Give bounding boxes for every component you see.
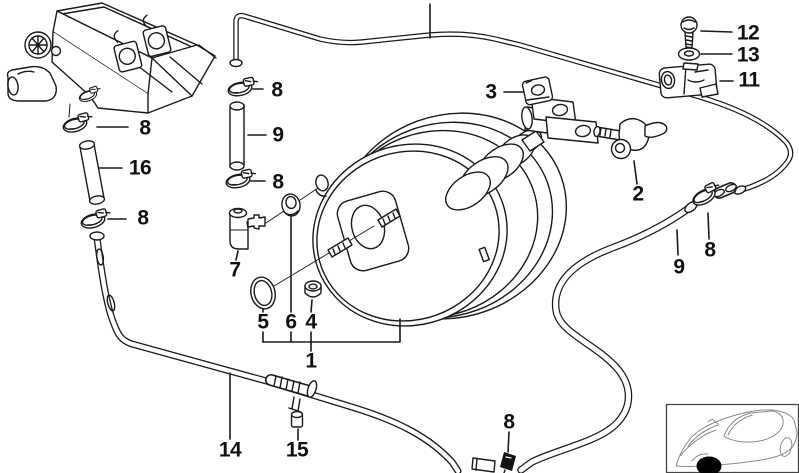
part-label-clamp-pipe-to-hose9: 8	[271, 78, 283, 102]
vacuum-pipe-artwork	[229, 3, 794, 199]
part-label-vacuum-hose-long: 14	[218, 438, 242, 462]
hose16-artwork	[60, 110, 114, 232]
brake-booster-artwork	[263, 96, 599, 327]
part-label-clamp-bottom-joint: 8	[503, 410, 515, 434]
part-label-nut: 4	[305, 310, 317, 334]
nut-artwork	[304, 280, 322, 298]
part-label-hose-engine: 16	[128, 156, 152, 180]
car-location-inset	[665, 403, 799, 473]
hose9-upper-artwork	[223, 75, 261, 191]
part-label-pipe-clamp-bracket: 11	[738, 68, 760, 92]
part-label-hose-right: 9	[673, 255, 685, 279]
part-label-o-ring: 5	[257, 310, 269, 334]
hose9-right-artwork	[517, 179, 725, 473]
elbow-artwork	[228, 207, 266, 250]
part-label-clamp-hose16-lower: 8	[137, 206, 149, 230]
part-label-bracket-clip: 3	[485, 80, 497, 104]
part-label-lever: 2	[632, 182, 644, 206]
grommet-artwork	[281, 193, 301, 217]
part-label-elbow-connector: 7	[229, 258, 241, 282]
location-marker-dot	[696, 456, 722, 473]
part-label-booster-assembly: 1	[305, 349, 317, 373]
part-label-washer: 13	[736, 43, 760, 67]
oring-artwork	[250, 276, 276, 310]
part-label-clamp-hose9-lower: 8	[272, 170, 284, 194]
bracket-clip-artwork	[521, 76, 554, 106]
part-label-screw: 12	[736, 21, 760, 45]
lever-artwork	[593, 117, 668, 160]
branch-fitting-artwork	[290, 410, 304, 428]
engine-artwork	[6, 2, 217, 118]
part-label-branch-fitting: 15	[285, 438, 309, 462]
booster-studs	[327, 208, 401, 258]
hose14-artwork	[89, 231, 462, 473]
part-label-hose-booster-upper: 9	[272, 123, 284, 147]
leader-lines	[96, 30, 734, 453]
part-label-clamp-pipe-end: 8	[704, 238, 716, 262]
bottom-joint-artwork	[471, 452, 516, 473]
pipe-clamp-bracket-artwork	[658, 62, 719, 99]
part-label-clamp-engine-outlet: 8	[139, 116, 151, 140]
booster-clevis	[521, 96, 599, 152]
screw-artwork	[680, 16, 698, 49]
washer-artwork	[677, 47, 701, 61]
part-label-grommet: 6	[285, 310, 297, 334]
